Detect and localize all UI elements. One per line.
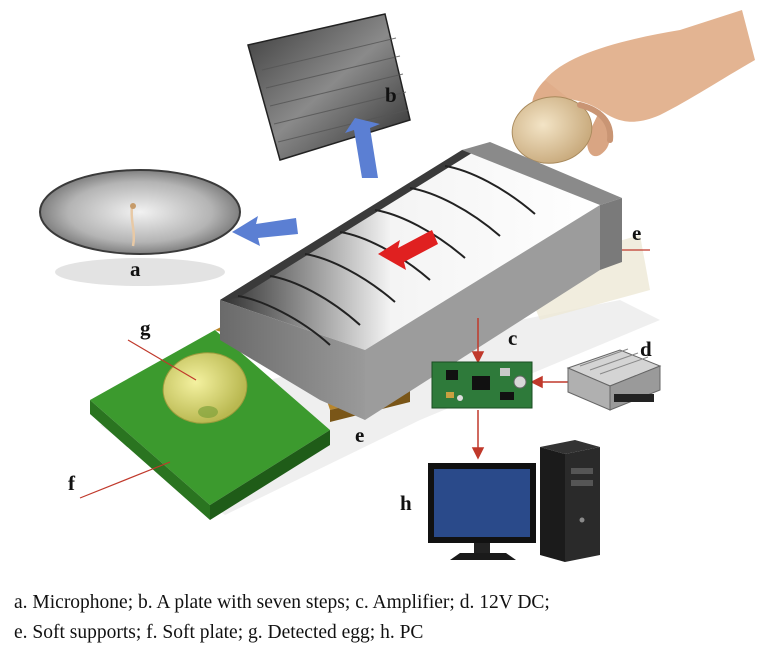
leader-g [127, 339, 197, 381]
blue-arrow-left [232, 216, 298, 246]
label-g: g [140, 316, 151, 340]
label-b: b [385, 83, 397, 107]
power-supply [566, 348, 662, 411]
apparatus-diagram: a b e [39, 10, 755, 562]
figure-caption: a. Microphone; b. A plate with seven ste… [14, 588, 754, 648]
leader-f [79, 461, 171, 499]
amplifier-board [431, 361, 533, 409]
label-e-left: e [355, 423, 364, 447]
label-f: f [68, 471, 76, 495]
hand-holding-egg [511, 10, 755, 164]
label-c: c [508, 326, 517, 350]
pc-monitor [428, 463, 536, 560]
blue-arrow-up [345, 118, 380, 178]
label-e-right: e [632, 221, 641, 245]
label-a: a [130, 257, 141, 281]
caption-line-1: a. Microphone; b. A plate with seven ste… [14, 592, 550, 613]
detected-egg [162, 352, 248, 424]
label-d: d [640, 337, 652, 361]
caption-line-2: e. Soft supports; f. Soft plate; g. Dete… [14, 622, 424, 643]
pc-tower [540, 440, 600, 562]
label-h: h [400, 491, 412, 515]
microphone-image [39, 169, 241, 286]
red-arrow [378, 230, 438, 270]
